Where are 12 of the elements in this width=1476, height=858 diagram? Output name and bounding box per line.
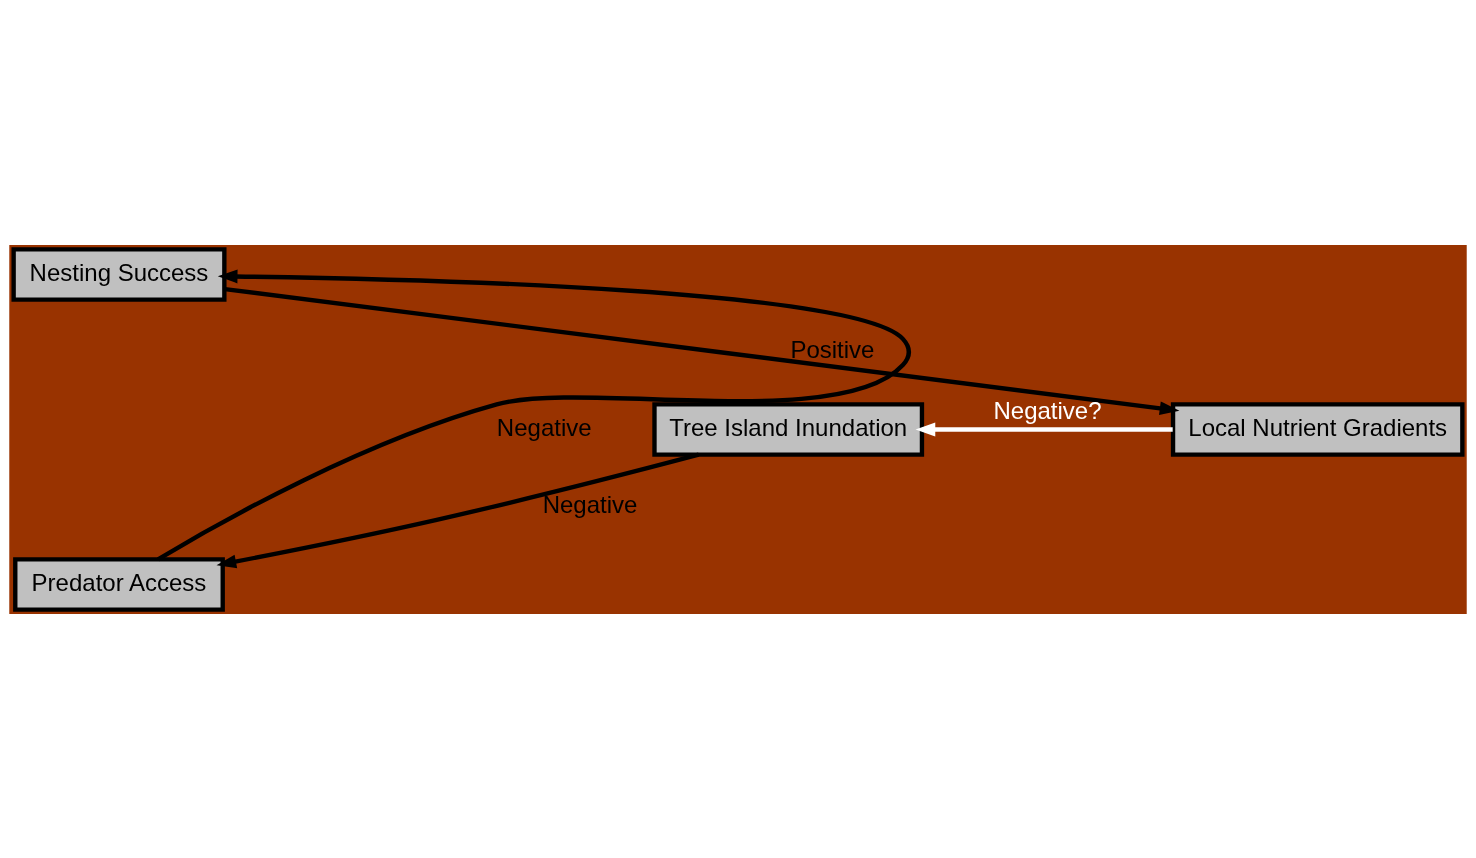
edge-label: Negative?: [993, 396, 1102, 424]
arrow: [915, 422, 1173, 436]
arrow: [224, 286, 1180, 415]
edge-label: Negative: [496, 413, 592, 441]
node-box: Nesting Success: [11, 246, 227, 302]
edge-label: Positive: [790, 335, 875, 363]
arrow: [156, 269, 911, 561]
node-box: Tree Island Inundation: [652, 401, 925, 457]
node-box: Predator Access: [13, 556, 225, 612]
edge-label: Negative: [542, 490, 638, 518]
node-box: Local Nutrient Gradients: [1170, 401, 1465, 457]
arrow: [216, 452, 700, 568]
